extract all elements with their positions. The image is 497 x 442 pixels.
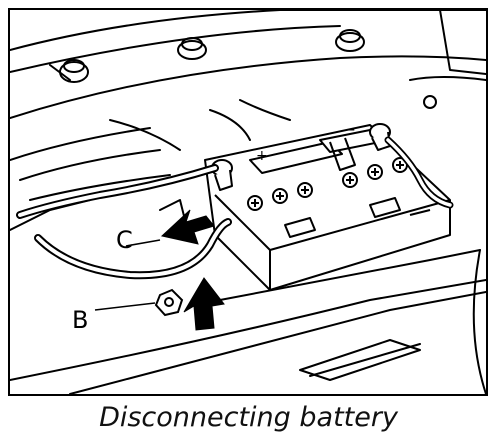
figure-caption: Disconnecting battery xyxy=(99,402,398,433)
hood-edge xyxy=(10,10,486,51)
engine-bay-drawing: + – xyxy=(10,10,486,394)
illustration-frame: + – C B xyxy=(8,8,488,396)
hood-bumper-center xyxy=(177,37,207,60)
ground-bolt xyxy=(154,288,184,317)
positive-mark: + xyxy=(256,148,268,164)
hood-bumper-left xyxy=(59,59,89,83)
lower-panel xyxy=(10,279,486,381)
leader-c xyxy=(125,239,161,247)
negative-mark: – xyxy=(348,122,355,138)
hood-panel xyxy=(10,55,486,119)
callout-label-c: C xyxy=(116,226,133,254)
negative-terminal xyxy=(369,123,391,151)
arrow-to-cable xyxy=(160,209,215,245)
hood-bumper-right xyxy=(335,29,365,52)
battery xyxy=(204,123,451,291)
arrow-to-bolt xyxy=(183,277,225,331)
callout-label-b: B xyxy=(72,306,89,334)
leader-b xyxy=(94,302,156,311)
